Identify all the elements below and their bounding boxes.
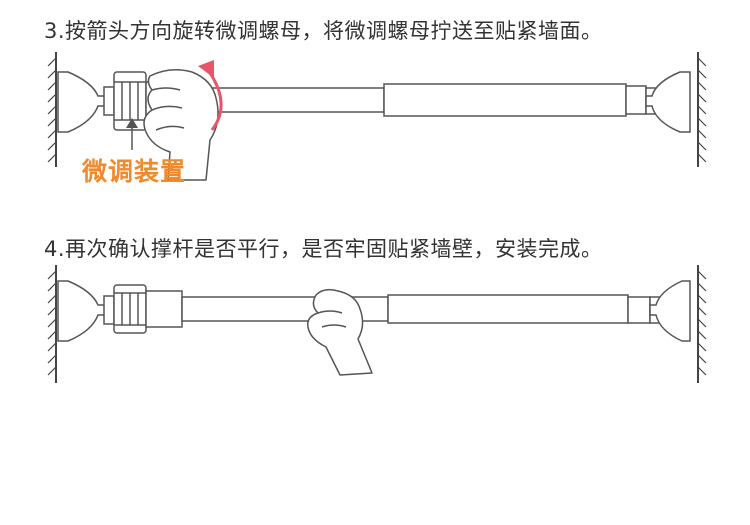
suction-cup-icon xyxy=(645,71,691,133)
adjust-device-label: 微调装置 xyxy=(82,157,187,186)
left-wall-icon xyxy=(47,265,57,383)
right-wall-icon xyxy=(697,52,707,167)
left-wall-icon xyxy=(47,52,57,167)
suction-cup-icon xyxy=(57,71,115,133)
step4-instruction: 4.再次确认撑杆是否平行，是否牢固贴紧墙壁，安装完成。 xyxy=(44,237,603,261)
adjust-nut-icon xyxy=(113,284,183,334)
step4-diagram xyxy=(47,265,707,383)
step3-diagram xyxy=(47,52,707,181)
right-wall-icon xyxy=(697,265,707,383)
rotation-arrow-icon xyxy=(198,60,223,131)
suction-cup-icon xyxy=(649,280,691,342)
step3-instruction: 3.按箭头方向旋转微调螺母，将微调螺母拧送至贴紧墙面。 xyxy=(44,19,603,43)
tension-rod-icon xyxy=(181,294,651,324)
pointer-arrow-icon xyxy=(126,118,138,150)
suction-cup-icon xyxy=(57,280,115,342)
tension-rod-icon xyxy=(181,83,647,117)
hand-icon xyxy=(143,69,219,181)
hand-icon xyxy=(306,288,373,376)
